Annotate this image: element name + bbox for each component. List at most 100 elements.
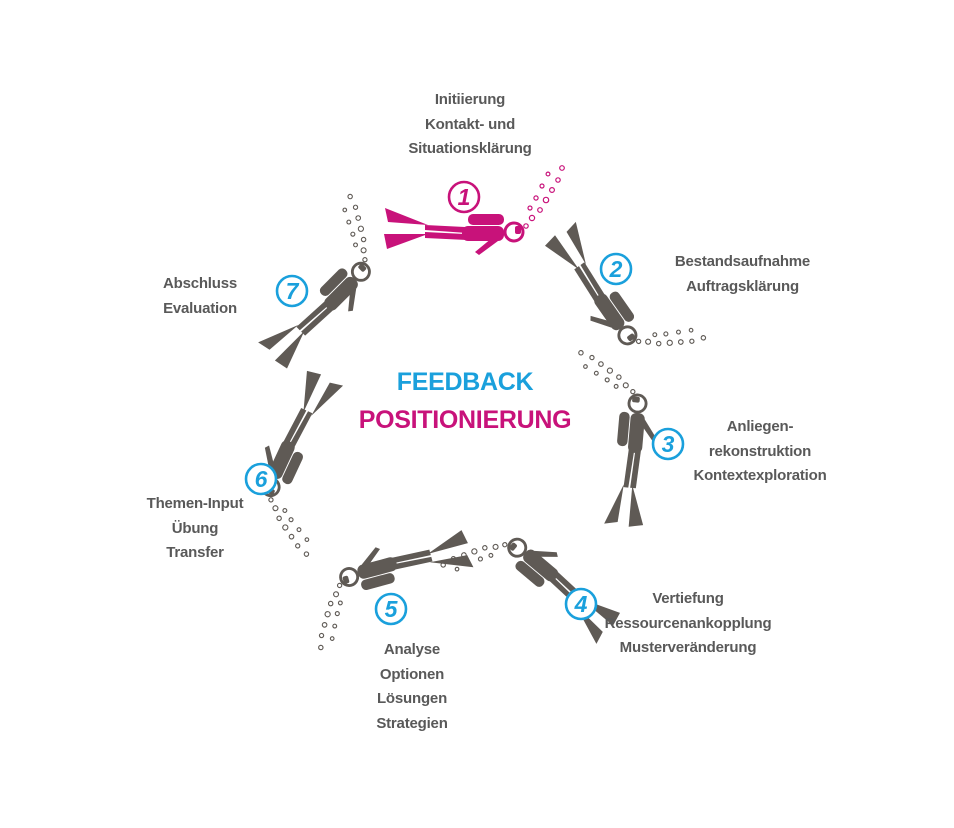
step-number-text: 2: [609, 256, 623, 282]
diver-torso: [594, 293, 625, 331]
step-number-circle: [447, 180, 481, 214]
bubble-icon: [360, 247, 367, 254]
bubble-icon: [288, 533, 295, 540]
step-1-line-2: Kontakt- und: [424, 115, 516, 133]
bubble-icon: [523, 223, 529, 229]
step-number-5: 5: [374, 592, 408, 626]
diver-arm: [641, 419, 657, 443]
step-number-text: 1: [458, 184, 471, 210]
diver-icon-3: [578, 350, 657, 527]
bubble-icon: [276, 515, 282, 522]
diver-leg-upper: [580, 262, 605, 300]
step-number-2: 2: [599, 252, 633, 286]
bubble-icon: [324, 611, 331, 618]
diver-tank: [468, 214, 504, 225]
diver-fin-upper: [429, 555, 474, 568]
bubble-icon: [362, 257, 368, 263]
bubble-icon: [272, 505, 279, 512]
bubble-icon: [676, 329, 681, 335]
bubble-icon: [502, 542, 508, 548]
bubble-icon: [542, 196, 550, 204]
diver-arm: [361, 547, 381, 567]
step-4-line-2: Ressourcenankopplung: [604, 614, 772, 632]
step-1-line-1: Initiierung: [434, 91, 506, 108]
bubble-icon: [545, 171, 551, 177]
step-7-line-1: Abschluss: [162, 275, 238, 292]
bubble-icon: [352, 204, 359, 210]
bubble-icon: [630, 389, 636, 395]
bubble-icon: [689, 338, 695, 344]
diver-mask: [358, 263, 367, 272]
diver-icon-2: [544, 221, 707, 347]
bubble-icon: [353, 242, 358, 248]
step-1-label: Initiierung Kontakt- und Situationskläru…: [370, 88, 570, 162]
diver-tank: [617, 411, 630, 447]
diver-fin-lower: [544, 235, 580, 270]
diver-leg-upper: [288, 411, 313, 447]
step-number-1: 1: [447, 180, 481, 214]
diver-tank: [609, 291, 635, 322]
step-number-4: 4: [564, 587, 598, 621]
bubble-icon: [296, 527, 302, 533]
bubble-icon: [622, 382, 629, 389]
diver-fin-lower: [274, 330, 305, 369]
bubble-icon: [360, 236, 367, 243]
diver-mask: [509, 542, 517, 551]
bubble-icon: [334, 611, 340, 617]
diver-icon-5: [318, 530, 474, 651]
bubble-icon: [700, 335, 707, 341]
center-title-line1: FEEDBACK: [396, 368, 534, 396]
diver-mask: [627, 333, 636, 342]
diver-leg-upper: [425, 225, 467, 233]
step-number-circle: [374, 592, 408, 626]
bubble-icon: [318, 644, 324, 651]
diver-torso: [523, 549, 559, 582]
bubble-icon: [304, 537, 310, 543]
bubble-icon: [527, 205, 533, 211]
bubble-icon: [589, 354, 595, 361]
bubble-icon: [616, 374, 622, 380]
step-6-label: Themen-Input Übung Transfer: [130, 492, 260, 566]
diver-tank: [515, 560, 545, 587]
bubble-icon: [303, 551, 310, 557]
bubble-icon: [355, 215, 362, 221]
center-title-line2: POSITIONIERUNG: [358, 406, 572, 434]
diver-arm: [348, 288, 357, 312]
step-4-line-1: Vertiefung: [652, 590, 724, 607]
diver-tank: [319, 268, 348, 297]
bubble-icon: [492, 543, 499, 550]
diver-fin-upper: [604, 484, 624, 524]
diver-leg-lower: [282, 408, 307, 445]
step-4-line-3: Musterveränderung: [619, 639, 757, 656]
bubble-icon: [295, 543, 301, 549]
bubble-icon: [613, 383, 619, 389]
bubble-icon: [347, 193, 353, 200]
diver-fin-upper: [385, 208, 428, 225]
bubble-icon: [288, 517, 294, 523]
bubble-icon: [533, 195, 539, 201]
diver-mask: [632, 396, 640, 403]
bubble-icon: [318, 632, 325, 639]
diver-torso: [462, 226, 504, 241]
bubble-icon: [329, 636, 335, 641]
step-6-line-3: Transfer: [166, 544, 224, 561]
bubble-icon: [528, 214, 536, 222]
step-number-text: 5: [385, 596, 399, 622]
bubble-icon: [688, 327, 694, 333]
diver-leg-lower: [390, 549, 431, 564]
bubble-icon: [282, 524, 289, 531]
step-2-line-1: Bestandsaufnahme: [674, 253, 811, 270]
diver-tank: [361, 573, 395, 590]
step-number-circle: [275, 274, 309, 308]
bubble-icon: [454, 566, 460, 572]
diver-fin-lower: [303, 370, 322, 413]
step-7-line-2: Evaluation: [163, 299, 237, 317]
bubble-icon: [666, 339, 673, 346]
step-number-circle: [599, 252, 633, 286]
step-number-text: 6: [255, 466, 268, 492]
diver-mask: [515, 226, 521, 234]
bubble-icon: [327, 600, 334, 607]
diver-leg-lower: [425, 232, 467, 240]
diver-leg-lower: [301, 306, 335, 336]
